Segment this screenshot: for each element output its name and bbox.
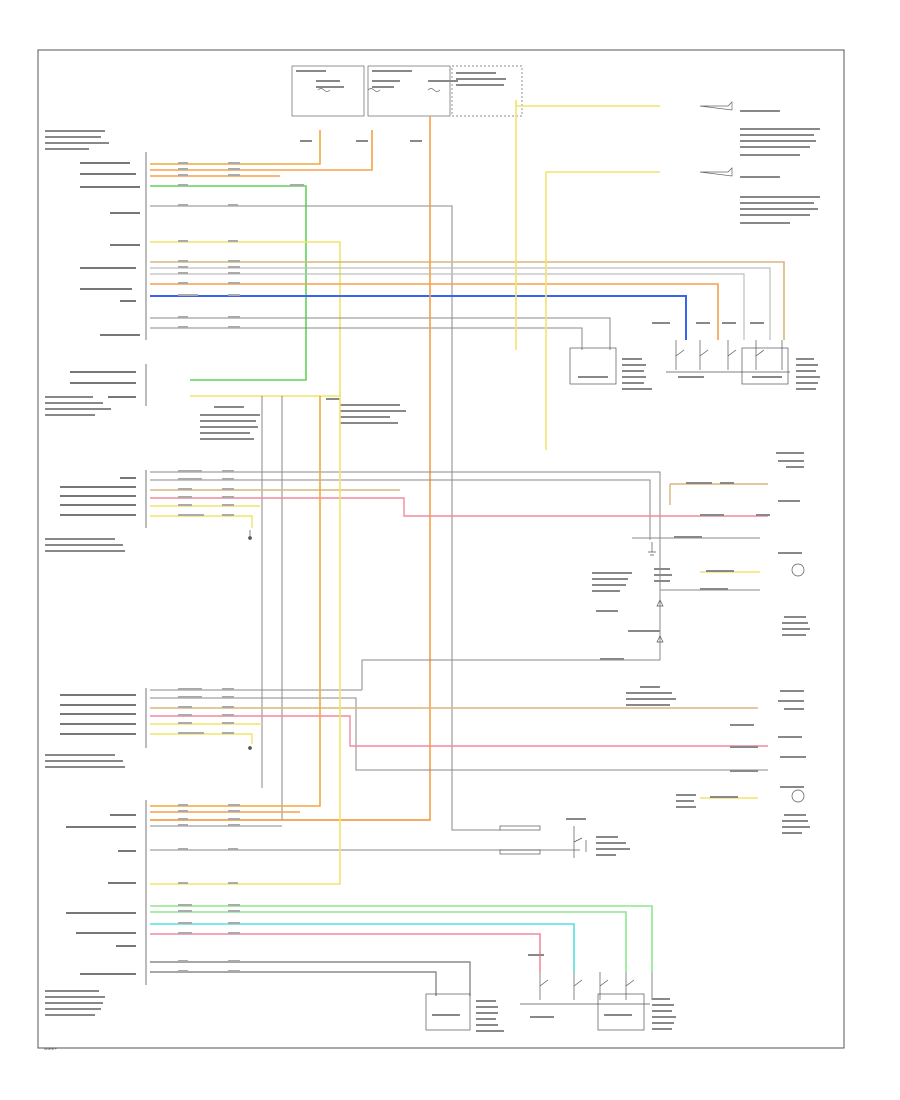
lower-relay-section: [499, 825, 587, 858]
wire-gray-1: [150, 205, 500, 831]
wire-pink-2: [150, 715, 768, 747]
lamp-symbols: [248, 530, 805, 803]
wire-red-1: [150, 130, 321, 165]
wire-orange-3: [150, 283, 719, 340]
right-connectors: [699, 101, 733, 177]
fuse-symbols: [317, 88, 441, 92]
wire-gray-3: [150, 273, 745, 340]
wire-yellow-8: [150, 396, 341, 885]
switch-box-lower-left: [425, 993, 471, 1031]
upper-switch-assembly: [569, 340, 790, 385]
lower-module-3-wires: [150, 396, 653, 996]
lower-switch-labels: [432, 954, 676, 1032]
fuse-box-hot-at-all-times: [291, 65, 365, 117]
right-side-labels: [740, 110, 820, 224]
wire-code-marks: [178, 162, 304, 972]
wire-gray-5: [150, 327, 583, 350]
wire-gray-15: [150, 961, 471, 996]
wire-blue-1: [150, 295, 687, 340]
wire-gray-7: [150, 479, 651, 540]
module-labels: [45, 130, 125, 1016]
page-frame: [37, 49, 845, 1049]
mid-module-labels: [200, 398, 406, 440]
wire-pink-1: [150, 497, 768, 517]
wire-gray-4: [150, 317, 611, 350]
wire-ltgreen-1: [150, 905, 653, 972]
wire-orange-1: [150, 130, 373, 171]
wire-tan-1: [150, 261, 785, 340]
wire-red-2: [150, 396, 321, 807]
mid-right-labels: [592, 452, 810, 710]
footer-label: WIRE+: [44, 1046, 57, 1051]
wire-gray-12: [150, 697, 768, 771]
fuse-box-text: [296, 70, 506, 142]
fuse-box-ignition: [367, 65, 451, 117]
relay-labels: [566, 818, 630, 856]
wire-pink-3: [150, 933, 541, 972]
upper-module-wires: [150, 130, 785, 831]
top-fuse-block: [291, 65, 523, 142]
wire-gray-2: [150, 267, 771, 340]
wire-gray-16: [150, 971, 437, 996]
switch-box-left: [569, 347, 617, 385]
wire-ltgreen-2: [150, 911, 627, 972]
wire-green-1: [150, 185, 307, 381]
pin-labels-left: [60, 162, 140, 975]
lower-switch-assembly: [425, 972, 653, 1031]
wire-cyan-1: [150, 923, 575, 972]
switch-box-lower-right: [597, 993, 645, 1031]
switch-labels-upper: [578, 322, 820, 390]
lower-right-labels: [676, 724, 810, 834]
switch-box-right: [741, 347, 789, 385]
wire-yellow-1: [150, 241, 341, 397]
